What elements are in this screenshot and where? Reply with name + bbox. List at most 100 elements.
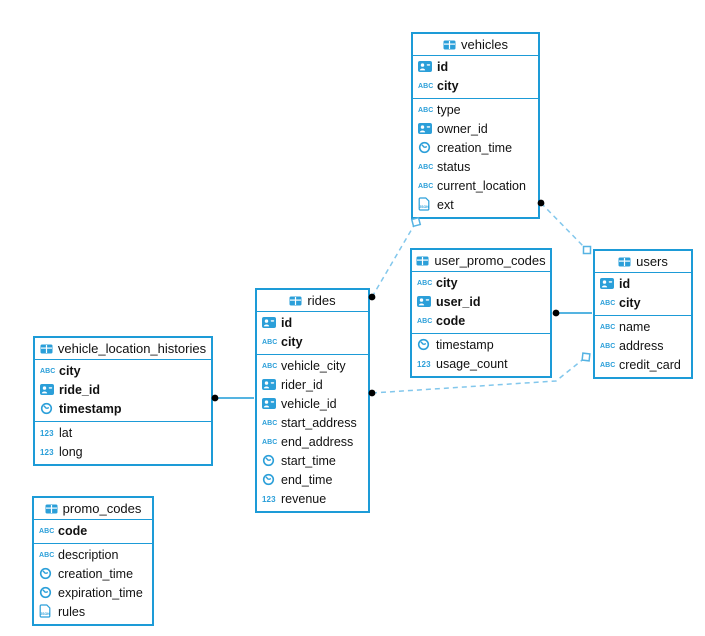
field-type-icon-cell xyxy=(418,141,437,157)
field-name-label: usage_count xyxy=(436,357,508,371)
table-icon xyxy=(443,40,456,50)
field-type-icon-cell xyxy=(600,277,619,292)
field-type-icon-cell: ABC xyxy=(262,363,281,370)
field-type-icon-cell xyxy=(40,402,59,418)
table-icon xyxy=(40,344,53,354)
field-name-label: address xyxy=(619,339,664,353)
field-type-icon-cell xyxy=(418,122,437,137)
field-row-rides-vehicle_id[interactable]: vehicle_id xyxy=(257,395,368,414)
field-type-icon-cell: ABC xyxy=(418,183,437,190)
field-row-vehicles-creation_time[interactable]: creation_time xyxy=(413,139,538,158)
table-header-promo_codes[interactable]: promo_codes xyxy=(34,498,152,520)
table-header-user_promo_codes[interactable]: user_promo_codes xyxy=(412,250,550,272)
abc-text-type-icon: ABC xyxy=(418,183,434,190)
field-row-vehicle_location_histories-ride_id[interactable]: ride_id xyxy=(35,381,211,400)
table-icon xyxy=(45,504,58,514)
field-row-vehicle_location_histories-timestamp[interactable]: timestamp xyxy=(35,400,211,419)
field-row-rides-end_time[interactable]: end_time xyxy=(257,471,368,490)
abc-text-type-icon: ABC xyxy=(417,280,433,287)
field-row-rides-start_time[interactable]: start_time xyxy=(257,452,368,471)
field-row-user_promo_codes-timestamp[interactable]: timestamp xyxy=(412,336,550,355)
field-row-rides-id[interactable]: id xyxy=(257,314,368,333)
field-type-icon-cell xyxy=(262,397,281,412)
table-header-users[interactable]: users xyxy=(595,251,691,273)
field-name-label: city xyxy=(437,79,459,93)
field-name-label: city xyxy=(59,364,81,378)
field-name-label: rules xyxy=(58,605,86,619)
field-row-users-id[interactable]: id xyxy=(595,275,691,294)
uuid-id-type-icon xyxy=(418,60,432,75)
field-type-icon-cell: ABC xyxy=(40,368,59,375)
field-name-label: user_id xyxy=(436,295,481,309)
field-row-user_promo_codes-user_id[interactable]: user_id xyxy=(412,293,550,312)
field-name-label: id xyxy=(437,60,449,74)
field-row-vehicles-id[interactable]: id xyxy=(413,58,538,77)
field-name-label: city xyxy=(281,335,303,349)
clock-timestamp-type-icon xyxy=(262,454,275,470)
table-header-vehicles[interactable]: vehicles xyxy=(413,34,538,56)
field-row-promo_codes-creation_time[interactable]: creation_time xyxy=(34,565,152,584)
clock-timestamp-type-icon xyxy=(262,473,275,489)
field-type-icon-cell xyxy=(40,383,59,398)
field-name-label: lat xyxy=(59,426,73,440)
field-type-icon-cell: ABC xyxy=(600,362,619,369)
table-header-rides[interactable]: rides xyxy=(257,290,368,312)
many-end-diamond-marker xyxy=(581,352,591,362)
uuid-id-type-icon xyxy=(40,383,54,398)
abc-text-type-icon: ABC xyxy=(262,439,278,446)
abc-text-type-icon: ABC xyxy=(418,83,434,90)
field-name-label: start_address xyxy=(281,416,357,430)
field-name-label: rider_id xyxy=(281,378,323,392)
field-row-rides-rider_id[interactable]: rider_id xyxy=(257,376,368,395)
field-name-label: code xyxy=(58,524,88,538)
field-row-promo_codes-expiration_time[interactable]: expiration_time xyxy=(34,584,152,603)
number-123-type-icon: 123 xyxy=(262,495,276,504)
field-name-label: city xyxy=(619,296,641,310)
uuid-id-type-icon xyxy=(418,122,432,137)
clock-timestamp-type-icon xyxy=(39,567,52,583)
field-row-vehicles-owner_id[interactable]: owner_id xyxy=(413,120,538,139)
table-header-vehicle_location_histories[interactable]: vehicle_location_histories xyxy=(35,338,211,360)
field-type-icon-cell: 123 xyxy=(40,429,59,438)
field-name-label: credit_card xyxy=(619,358,681,372)
abc-text-type-icon: ABC xyxy=(418,107,434,114)
svg-text:JSON: JSON xyxy=(419,205,429,209)
connection-line-vehicles-users[interactable] xyxy=(540,202,588,251)
